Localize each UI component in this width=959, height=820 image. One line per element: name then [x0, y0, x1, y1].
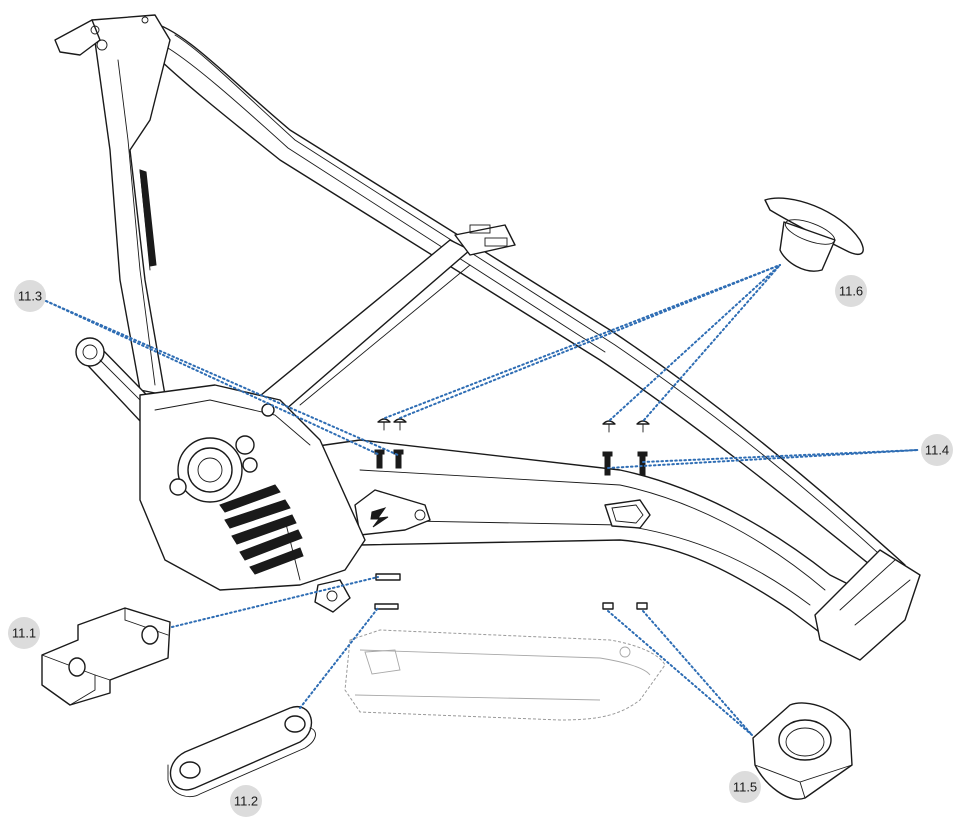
part-11-6-cap [764, 197, 864, 272]
frame-end-cap [814, 549, 921, 661]
callout-label-11-4: 11.4 [925, 443, 949, 458]
dropout [54, 19, 101, 56]
leader-11-1 [171, 576, 379, 628]
seat-stay [91, 14, 171, 396]
callout-label-11-5: 11.5 [733, 780, 757, 795]
callout-11-2: 11.2 [230, 785, 262, 817]
callout-11-5: 11.5 [729, 771, 761, 803]
leader-11-4b [642, 449, 919, 463]
leader-11-2 [299, 607, 379, 709]
motor-cooling-fins [219, 484, 304, 575]
drive-motor [139, 384, 366, 613]
leader-lines [45, 264, 919, 736]
washer-4 [636, 602, 648, 610]
washer-3 [602, 602, 614, 610]
leader-11-3b [45, 300, 399, 456]
callout-11-1: 11.1 [8, 617, 40, 649]
washer-1 [375, 573, 401, 581]
leader-11-6b [399, 264, 781, 419]
callout-11-3: 11.3 [14, 280, 46, 312]
callout-label-11-1: 11.1 [12, 626, 36, 641]
charge-port [604, 499, 651, 529]
battery-ghost [344, 629, 666, 721]
callout-11-6: 11.6 [835, 275, 867, 307]
leader-11-6c [609, 264, 781, 421]
small-cap-3 [602, 420, 616, 433]
leader-11-6a [384, 264, 781, 419]
leader-11-4a [607, 449, 919, 469]
seat-tube [254, 239, 471, 411]
leader-11-3a [45, 300, 381, 456]
small-cap-4 [636, 420, 650, 433]
callout-label-11-6: 11.6 [839, 284, 863, 299]
washer-2 [374, 603, 399, 610]
callout-11-4: 11.4 [921, 434, 953, 466]
callout-label-11-3: 11.3 [18, 289, 42, 304]
long-bolt-1 [604, 454, 611, 476]
hardware-pieces [374, 418, 650, 610]
part-11-5-grommet [752, 702, 853, 800]
leader-11-6d [643, 264, 781, 421]
part-11-1-mount-plate [41, 607, 171, 706]
leader-11-5b [642, 610, 753, 736]
bike-frame [54, 14, 921, 661]
callout-label-11-2: 11.2 [234, 794, 258, 809]
small-cap-1 [377, 418, 391, 431]
small-cap-2 [393, 418, 407, 431]
part-11-2-spacer-bar [167, 705, 316, 798]
leader-11-5a [607, 610, 753, 736]
